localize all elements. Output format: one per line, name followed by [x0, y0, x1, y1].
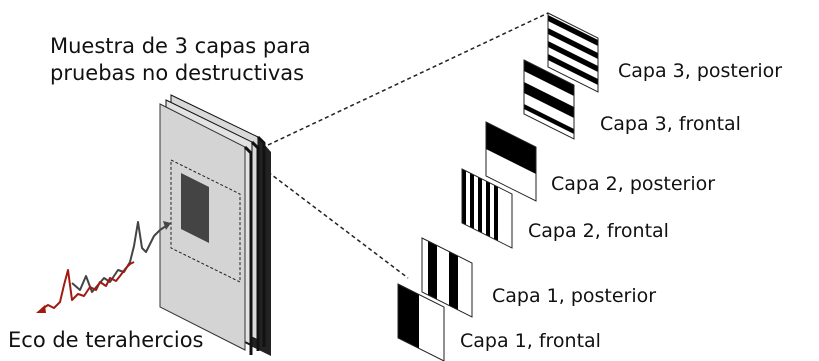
layer-image-capa3-posterior	[547, 12, 599, 93]
sample-title-line2: pruebas no destructivas	[50, 61, 304, 85]
sample-title-line1: Muestra de 3 capas para	[50, 34, 311, 58]
terahertz-echo-waveform	[36, 221, 171, 313]
projection-line-bottom	[267, 171, 409, 279]
layer-image-capa1-posterior	[421, 237, 473, 318]
layer-label-capa2-posterior: Capa 2, posterior	[551, 173, 715, 195]
layer-image-capa3-frontal	[523, 59, 575, 140]
layer-label-capa1-frontal: Capa 1, frontal	[460, 330, 601, 352]
layer-image-capa2-posterior	[485, 121, 537, 202]
projection-line-top	[267, 12, 549, 146]
defect-rectangle	[181, 173, 209, 243]
layer-label-capa3-posterior: Capa 3, posterior	[618, 60, 782, 82]
layer-image-capa2-frontal	[461, 168, 513, 249]
echo-arrowhead-icon	[163, 221, 171, 230]
layer-label-capa1-posterior: Capa 1, posterior	[492, 285, 656, 307]
echo-signal-red	[41, 261, 135, 310]
inspection-region-outline	[170, 159, 241, 283]
layer-label-capa3-frontal: Capa 3, frontal	[600, 113, 741, 135]
echo-label: Eco de terahercios	[8, 328, 204, 352]
layer-label-capa2-frontal: Capa 2, frontal	[528, 220, 669, 242]
echo-red-arrowhead-icon	[36, 305, 46, 313]
sample-stack	[159, 94, 271, 356]
echo-signal-dark	[71, 221, 167, 293]
